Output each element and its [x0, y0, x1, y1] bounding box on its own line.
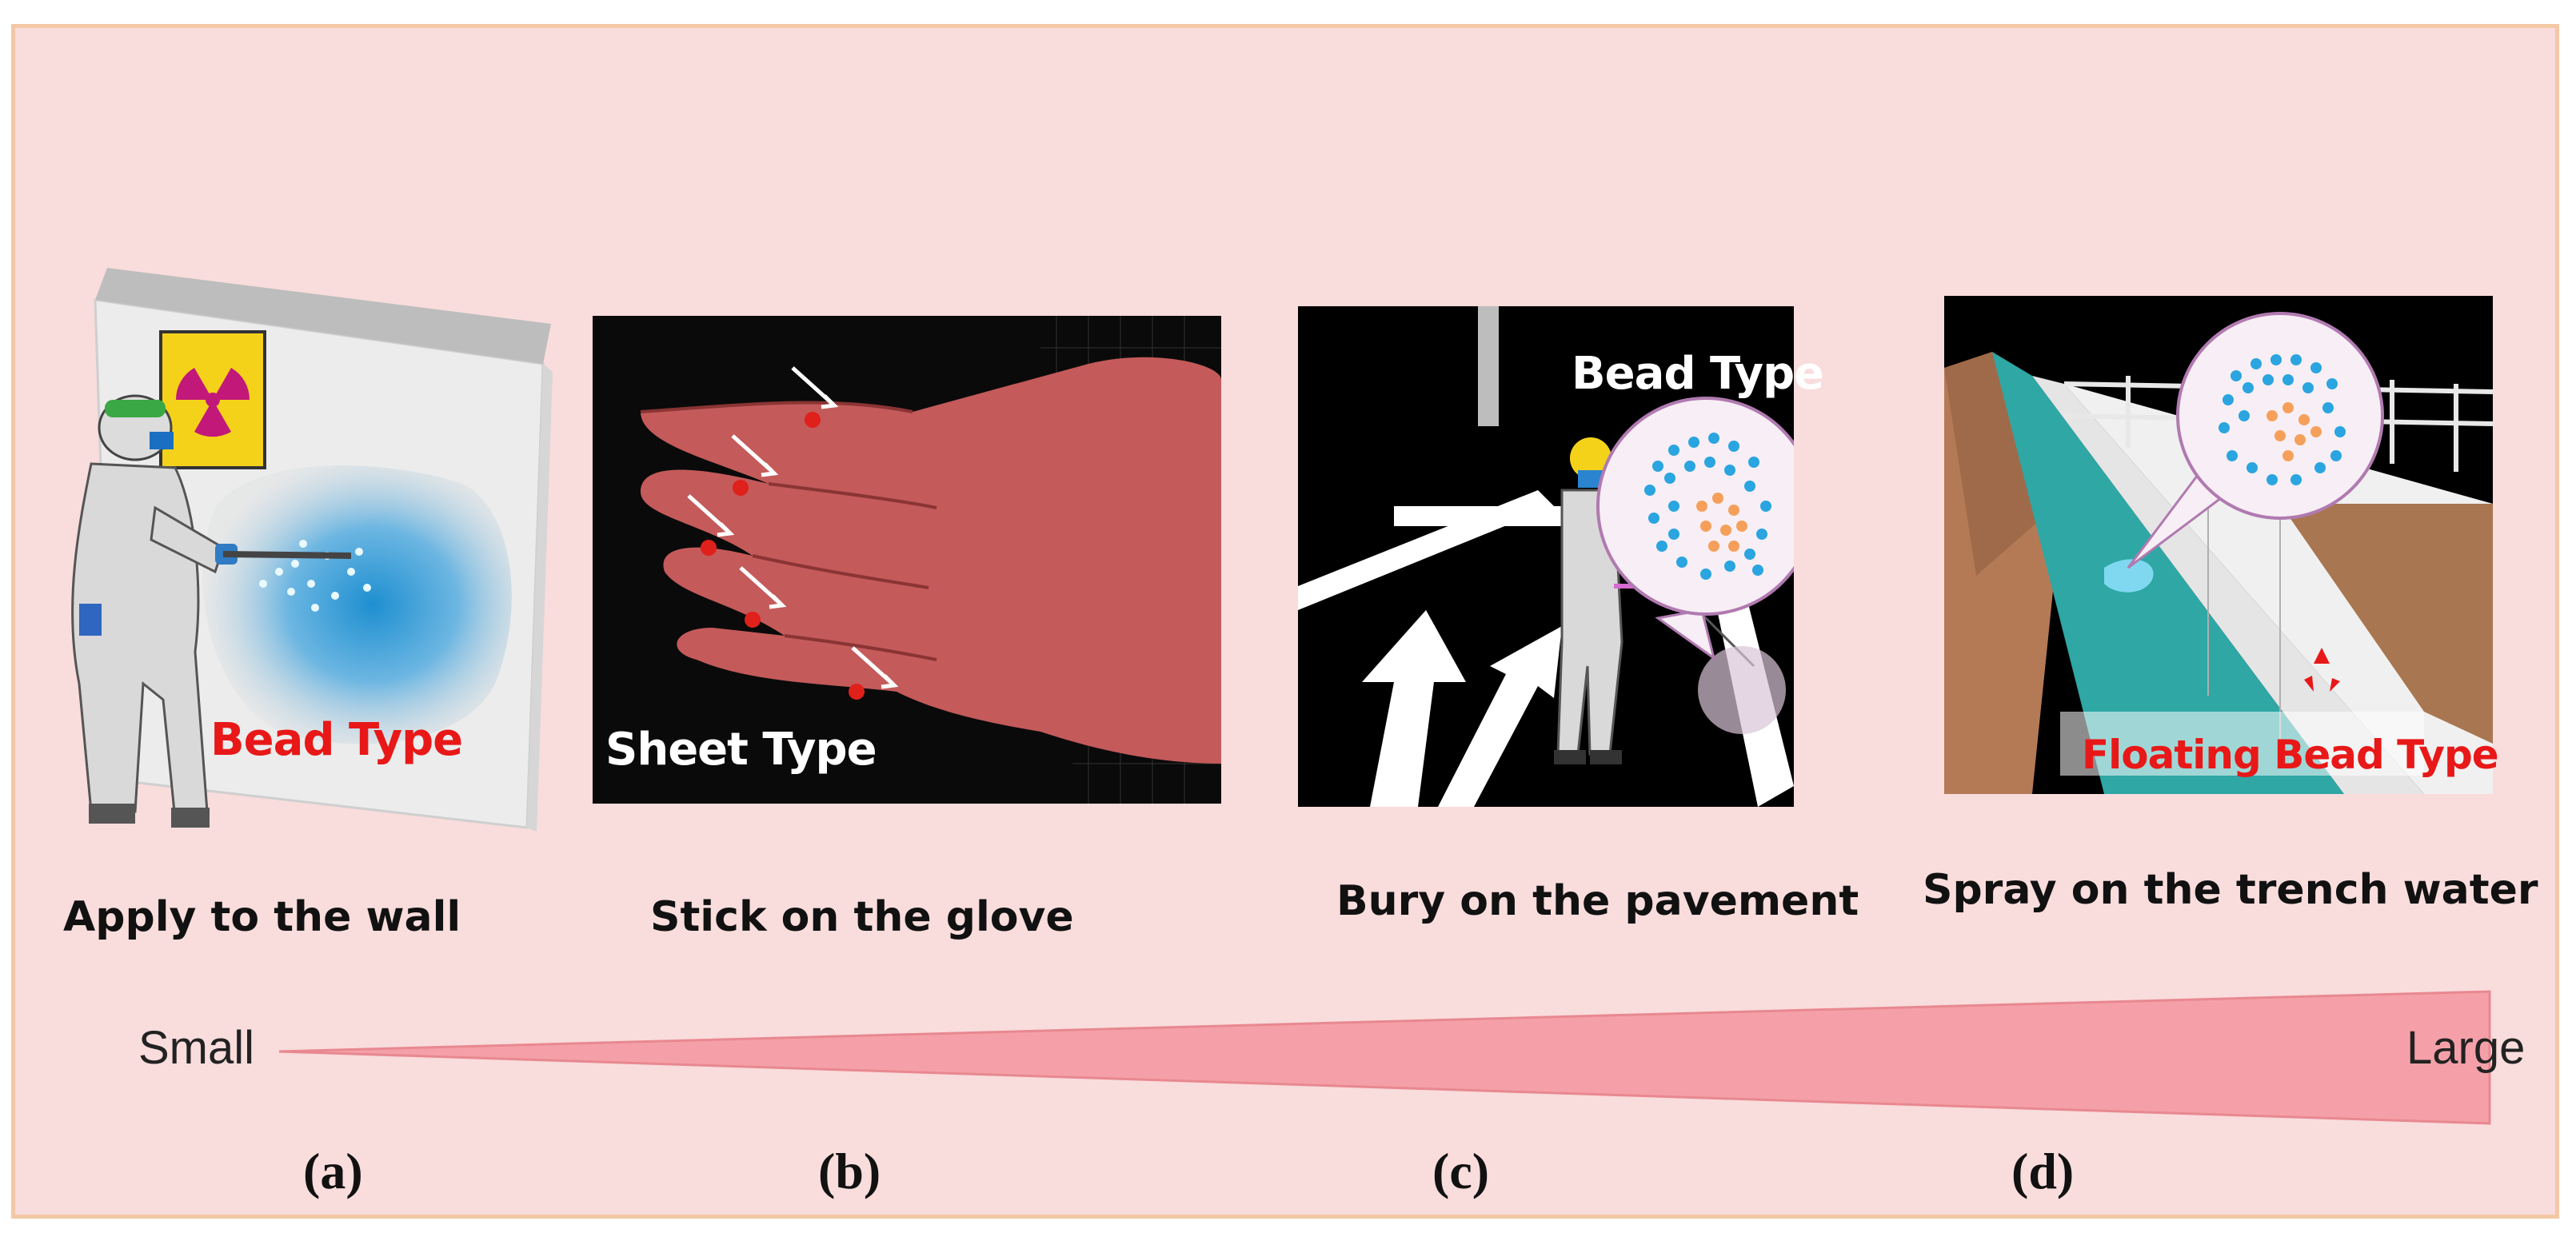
panel-c-letter: (c) [1432, 1143, 1490, 1199]
wall-spray-illustration [71, 268, 553, 832]
panel-b-caption: Stick on the glove [650, 893, 1074, 941]
pavement-scene [1298, 306, 1794, 807]
panel-c-illustration [1298, 306, 1794, 807]
panel-d-letter: (d) [2011, 1143, 2075, 1199]
panel-b-inset-label: Sheet Type [605, 724, 877, 776]
panel-d-caption: Spray on the trench water [1923, 866, 2538, 914]
radiation-sign-icon [159, 330, 266, 469]
worker-figure [1554, 437, 1755, 764]
magnified-bead-bubble [1596, 397, 1794, 661]
panel-a-letter: (a) [303, 1143, 363, 1199]
magnified-bead-bubble [2127, 312, 2384, 569]
panel-b-illustration [593, 316, 1221, 804]
scale-wedge [278, 990, 2491, 1125]
scale-start-label: Small [138, 1022, 255, 1074]
panel-c-inset-label: Bead Type [1572, 348, 1824, 400]
panel-a-inset-label: Bead Type [210, 714, 463, 766]
panel-b-letter: (b) [818, 1143, 881, 1199]
panel-a-illustration [15, 268, 567, 868]
radiation-marker-icon [2304, 648, 2340, 692]
trench-scene [1944, 312, 2493, 794]
panel-c-caption: Bury on the pavement [1336, 877, 1859, 925]
scale-end-label: Large [2406, 1022, 2526, 1074]
panel-d-illustration [1944, 296, 2493, 794]
panel-d-inset-label: Floating Bead Type [2082, 732, 2499, 778]
panel-a-caption: Apply to the wall [63, 893, 461, 941]
figure-frame: Bead Type [11, 24, 2559, 1219]
worker-figure [71, 394, 352, 828]
glove-photo [640, 316, 1221, 804]
